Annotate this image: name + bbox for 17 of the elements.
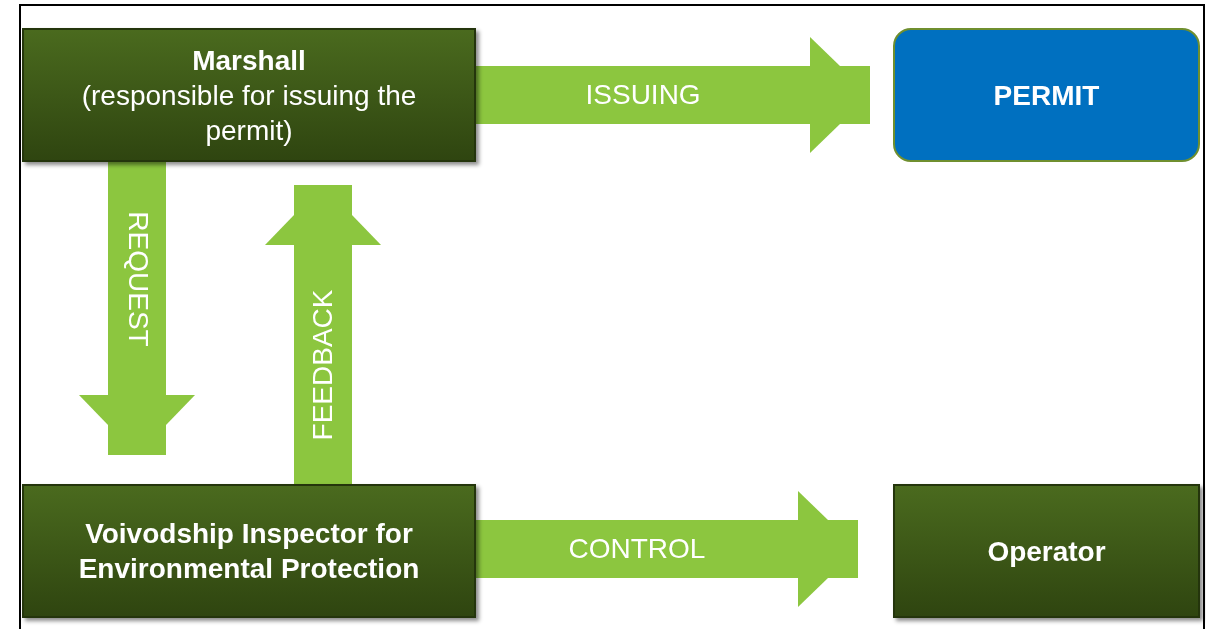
block-arrow — [476, 37, 870, 153]
block-arrow — [265, 185, 381, 484]
process-box — [22, 484, 476, 618]
node-title: Operator — [986, 534, 1107, 569]
node-title: Voivodship Inspector for Environmental Protection — [77, 517, 421, 586]
edge-label: FEEDBACK — [308, 289, 337, 440]
node-text: (responsible for issuing the permit) — [80, 78, 418, 148]
block-arrow — [476, 491, 858, 607]
rounded-box — [893, 28, 1200, 162]
process-box — [893, 484, 1200, 618]
edge-label: CONTROL — [568, 535, 706, 563]
node-title: PERMIT — [992, 78, 1101, 113]
block-arrow — [79, 162, 195, 455]
edge-label: REQUEST — [123, 210, 152, 347]
process-box — [22, 28, 476, 162]
node-title: Marshall — [191, 43, 307, 78]
edge-label: ISSUING — [585, 81, 701, 109]
